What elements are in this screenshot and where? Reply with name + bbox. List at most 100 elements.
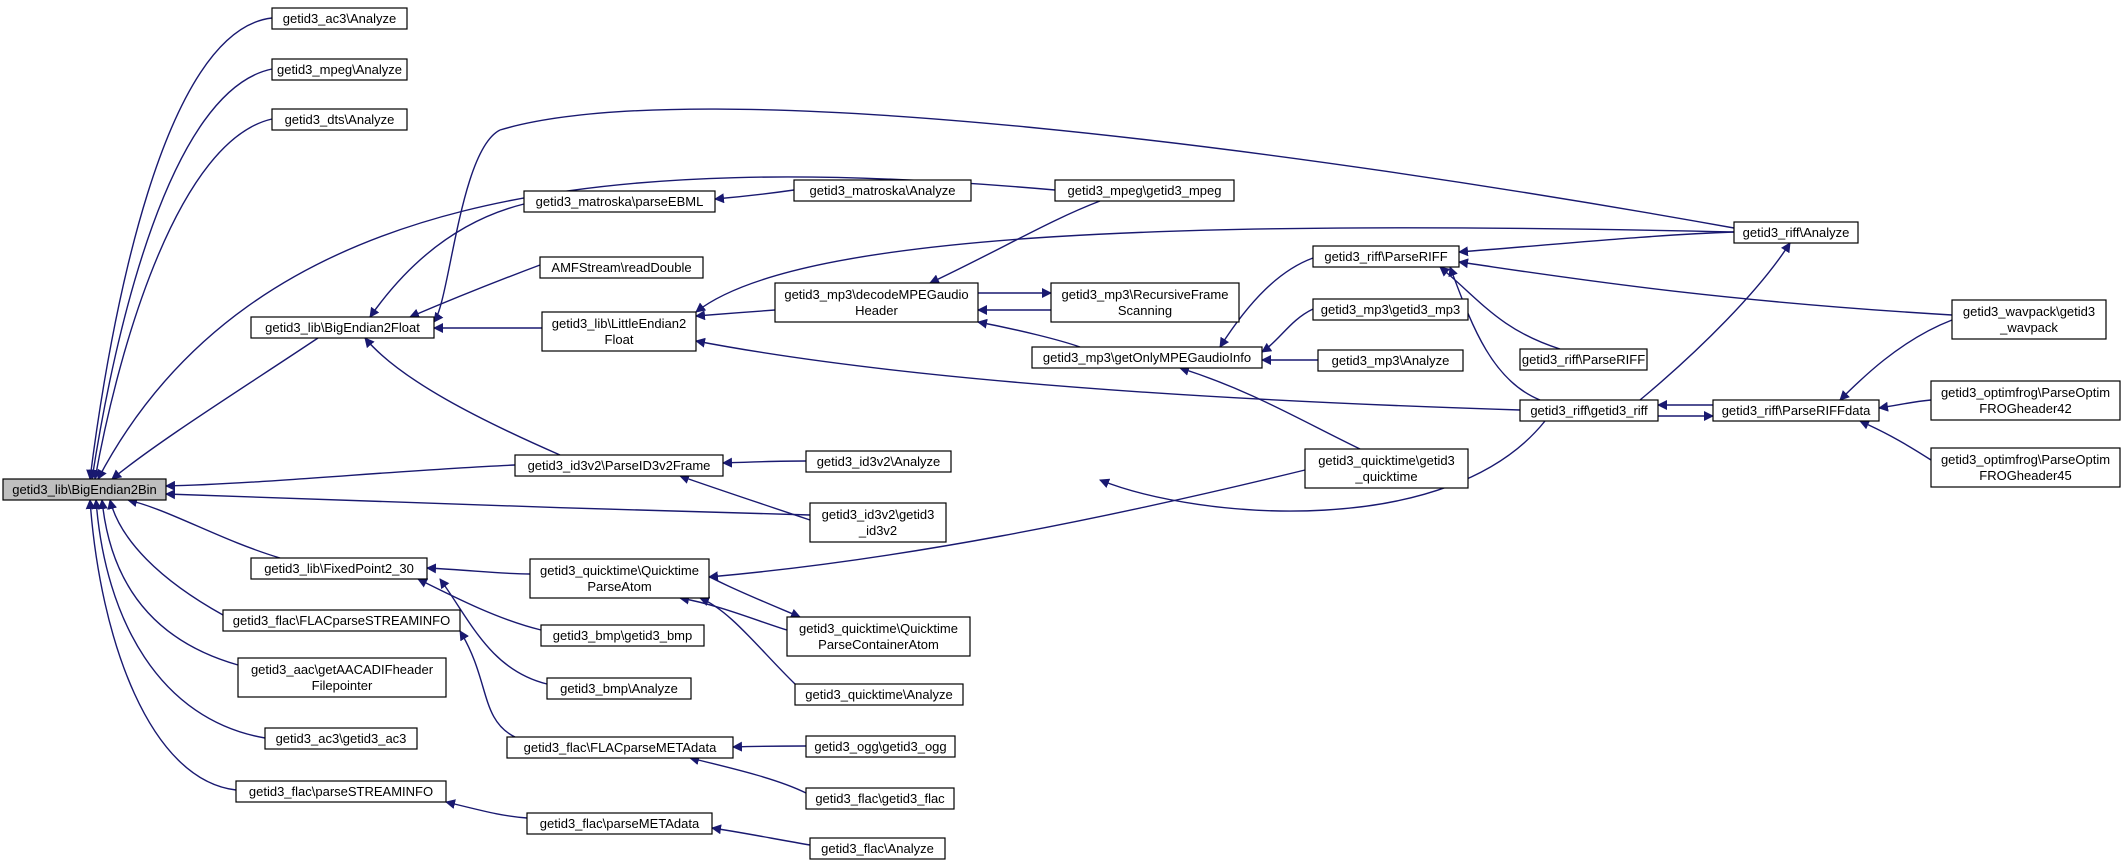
- node-fixedpoint2-30-box: [250, 557, 428, 580]
- edge-mpeg-getid3-to-decodempeg: [929, 200, 1101, 284]
- node-mp3-getid3-mp3-box: [1312, 298, 1469, 321]
- node-bigendian2float-label-line: getid3_lib\BigEndian2Float: [265, 320, 420, 335]
- node-quicktime-getid3-quicktime-label-line: _quicktime: [1354, 469, 1417, 484]
- node-bigendian2float[interactable]: getid3_lib\BigEndian2Float: [250, 316, 435, 339]
- node-id3v2-analyze-box: [805, 450, 952, 473]
- node-wavpack-getid3-wavpack[interactable]: getid3_wavpack\getid3_wavpack: [1951, 299, 2107, 340]
- node-riff-parseriffdata-label-line: getid3_riff\ParseRIFFdata: [1722, 403, 1871, 418]
- node-riff-getid3-riff-box: [1519, 399, 1659, 422]
- node-bmp-getid3-bmp[interactable]: getid3_bmp\getid3_bmp: [540, 624, 705, 647]
- node-optimfrog-parseoptimfrogheader42-box: [1930, 380, 2121, 421]
- node-quicktime-analyze[interactable]: getid3_quicktime\Analyze: [794, 683, 964, 706]
- node-mp3-analyze[interactable]: getid3_mp3\Analyze: [1317, 349, 1464, 372]
- edge-onlympeg-to-decodempeg: [977, 318, 1081, 348]
- node-wavpack-getid3-wavpack-label-line: getid3_wavpack\getid3: [1963, 304, 2095, 319]
- edge-id3v2-getid3-to-bigendian2bin: [165, 489, 811, 516]
- node-optimfrog-parseoptimfrogheader45-label-line: FROGheader45: [1979, 468, 2072, 483]
- node-bigendian2bin[interactable]: getid3_lib\BigEndian2Bin: [2, 478, 167, 501]
- node-mp3-getonlympegaudioinfo-label-line: getid3_mp3\getOnlyMPEGaudioInfo: [1043, 350, 1251, 365]
- node-flac-analyze[interactable]: getid3_flac\Analyze: [809, 837, 946, 860]
- node-amfstream-readdouble-label-line: AMFStream\readDouble: [551, 260, 691, 275]
- node-flac-parsestreaminfo-upper[interactable]: getid3_flac\FLACparseSTREAMINFO: [222, 609, 461, 632]
- node-riff-parseriff-2-label-line: getid3_riff\ParseRIFF: [1522, 352, 1645, 367]
- edge-fixedpoint-to-bigendian2bin: [127, 497, 281, 559]
- node-mp3-getonlympegaudioinfo[interactable]: getid3_mp3\getOnlyMPEGaudioInfo: [1031, 346, 1263, 369]
- node-mpeg-getid3-mpeg-label-line: getid3_mpeg\getid3_mpeg: [1068, 183, 1222, 198]
- node-ac3-analyze[interactable]: getid3_ac3\Analyze: [271, 7, 408, 30]
- node-riff-analyze-label-line: getid3_riff\Analyze: [1743, 225, 1850, 240]
- edge-aac-to-bigendian2bin: [97, 499, 239, 666]
- node-mp3-recursiveframescanning-label-line: Scanning: [1118, 303, 1172, 318]
- node-ogg-getid3-ogg[interactable]: getid3_ogg\getid3_ogg: [805, 735, 956, 758]
- node-riff-analyze[interactable]: getid3_riff\Analyze: [1733, 221, 1859, 244]
- node-ac3-getid3-ac3-box: [264, 727, 418, 750]
- node-bmp-analyze[interactable]: getid3_bmp\Analyze: [546, 677, 692, 700]
- node-flac-parsestreaminfo-box: [235, 780, 447, 803]
- node-id3v2-parseid3v2frame[interactable]: getid3_id3v2\ParseID3v2Frame: [514, 454, 724, 477]
- node-riff-getid3-riff-label-line: getid3_riff\getid3_riff: [1530, 403, 1648, 418]
- node-mp3-recursiveframescanning-label-line: getid3_mp3\RecursiveFrame: [1062, 287, 1229, 302]
- node-riff-parseriff-2[interactable]: getid3_riff\ParseRIFF: [1519, 348, 1648, 371]
- node-matroska-analyze[interactable]: getid3_matroska\Analyze: [793, 179, 972, 202]
- node-amfstream-readdouble[interactable]: AMFStream\readDouble: [539, 256, 704, 279]
- node-quicktime-getid3-quicktime[interactable]: getid3_quicktime\getid3_quicktime: [1304, 448, 1469, 489]
- edge-bmp-analyze-to-fixedpoint: [439, 578, 548, 685]
- node-riff-getid3-riff[interactable]: getid3_riff\getid3_riff: [1519, 399, 1659, 422]
- node-id3v2-getid3-id3v2-label-line: _id3v2: [858, 523, 897, 538]
- node-mp3-decodempegaudioheader-label-line: getid3_mp3\decodeMPEGaudio: [784, 287, 968, 302]
- node-id3v2-getid3-id3v2[interactable]: getid3_id3v2\getid3_id3v2: [809, 502, 947, 543]
- node-id3v2-getid3-id3v2-label-line: getid3_id3v2\getid3: [822, 507, 935, 522]
- node-riff-parseriff-label-line: getid3_riff\ParseRIFF: [1324, 249, 1447, 264]
- node-flac-flacparsemetadata-label-line: getid3_flac\FLACparseMETAdata: [524, 740, 717, 755]
- node-mp3-getid3-mp3[interactable]: getid3_mp3\getid3_mp3: [1312, 298, 1469, 321]
- node-flac-analyze-box: [809, 837, 946, 860]
- node-dts-analyze[interactable]: getid3_dts\Analyze: [271, 108, 408, 131]
- edge-bmp-getid3-to-fixedpoint: [417, 578, 542, 631]
- edge-wavpack-to-parseriff: [1458, 258, 1953, 316]
- node-ac3-getid3-ac3[interactable]: getid3_ac3\getid3_ac3: [264, 727, 418, 750]
- node-mpeg-getid3-mpeg[interactable]: getid3_mpeg\getid3_mpeg: [1054, 179, 1235, 202]
- node-matroska-analyze-label-line: getid3_matroska\Analyze: [810, 183, 956, 198]
- node-flac-parsemetadata-box: [526, 812, 713, 835]
- edge-mpeg-getid3-mpeg-to-bigendian2bin: [97, 176, 1056, 480]
- node-bigendian2bin-box: [2, 478, 167, 501]
- edge-riff-analyze-to-bigendian2float-segment-b: [433, 129, 501, 323]
- node-littleendian2float-label-line: Float: [605, 332, 634, 347]
- edge-ac3-getid3-to-bigendian2bin: [91, 499, 266, 739]
- node-flac-parsestreaminfo[interactable]: getid3_flac\parseSTREAMINFO: [235, 780, 447, 803]
- node-mpeg-analyze[interactable]: getid3_mpeg\Analyze: [271, 58, 408, 81]
- node-ac3-analyze-box: [271, 7, 408, 30]
- node-riff-parseriffdata[interactable]: getid3_riff\ParseRIFFdata: [1712, 399, 1880, 422]
- node-quicktime-parsecontaineratom-label-line: ParseContainerAtom: [818, 637, 939, 652]
- node-mp3-analyze-label-line: getid3_mp3\Analyze: [1332, 353, 1450, 368]
- node-optimfrog-parseoptimfrogheader42-label-line: getid3_optimfrog\ParseOptim: [1941, 385, 2110, 400]
- edge-optim45-to-parseriffdata: [1859, 420, 1932, 461]
- node-id3v2-analyze[interactable]: getid3_id3v2\Analyze: [805, 450, 952, 473]
- node-optimfrog-parseoptimfrogheader45-label-line: getid3_optimfrog\ParseOptim: [1941, 452, 2110, 467]
- node-flac-parsemetadata[interactable]: getid3_flac\parseMETAdata: [526, 812, 713, 835]
- node-mp3-decodempegaudioheader-label-line: Header: [855, 303, 898, 318]
- node-quicktime-parsecontaineratom[interactable]: getid3_quicktime\QuicktimeParseContainer…: [786, 616, 971, 657]
- node-quicktime-parseatom-box: [529, 558, 710, 599]
- node-flac-flacparsemetadata[interactable]: getid3_flac\FLACparseMETAdata: [506, 736, 734, 759]
- node-fixedpoint2-30[interactable]: getid3_lib\FixedPoint2_30: [250, 557, 428, 580]
- node-littleendian2float-label-line: getid3_lib\LittleEndian2: [552, 316, 686, 331]
- edge-parsemeta-to-parsestreaminfo: [445, 799, 528, 819]
- node-matroska-parseebml[interactable]: getid3_matroska\parseEBML: [523, 190, 716, 213]
- node-quicktime-analyze-box: [794, 683, 964, 706]
- node-flac-getid3-flac[interactable]: getid3_flac\getid3_flac: [805, 787, 955, 810]
- node-id3v2-parseid3v2frame-label-line: getid3_id3v2\ParseID3v2Frame: [528, 458, 711, 473]
- node-mp3-getonlympegaudioinfo-box: [1031, 346, 1263, 369]
- node-riff-parseriff[interactable]: getid3_riff\ParseRIFF: [1312, 245, 1460, 268]
- node-flac-analyze-label-line: getid3_flac\Analyze: [821, 841, 934, 856]
- edge-dts-analyze-to-bigendian2bin: [91, 118, 273, 480]
- edge-riff-analyze-to-bigendian2float-segment-a: [499, 108, 1735, 229]
- edge-flacmeta-to-flacstreaminfo: [459, 630, 516, 738]
